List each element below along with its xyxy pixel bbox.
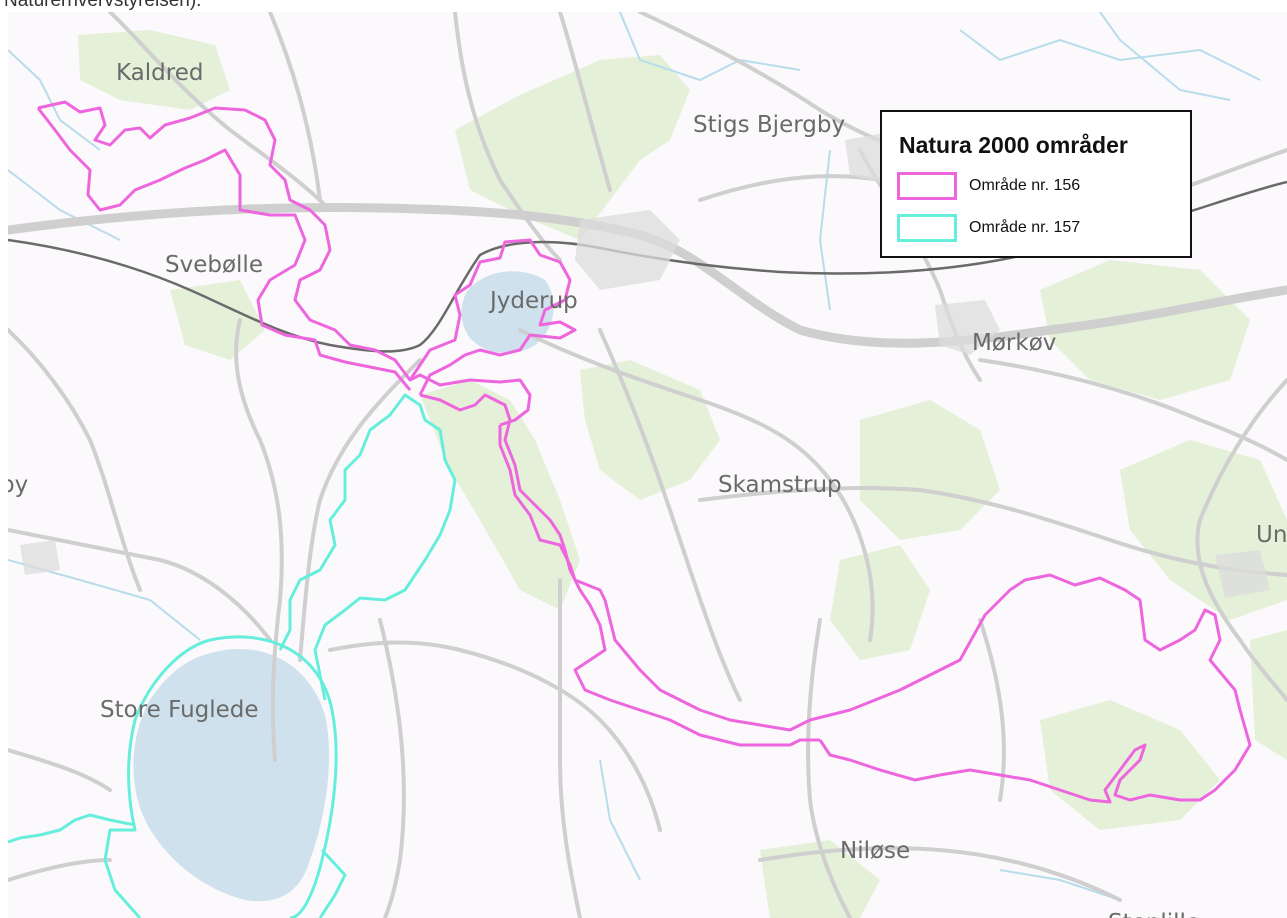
road-central-1 — [298, 358, 422, 662]
area-156-north-west-arm — [37, 100, 532, 427]
place-label-sveboelle: Svebølle — [165, 252, 263, 278]
stream-west — [8, 169, 121, 241]
place-label-by-fragment: by — [8, 472, 28, 498]
area-157-boundary — [8, 393, 457, 918]
area-156-jyderup-lake-ring — [408, 238, 577, 396]
place-label-skamstrup: Skamstrup — [718, 472, 842, 498]
forest-sveboelle-west — [170, 280, 265, 360]
place-label-kaldred: Kaldred — [116, 60, 203, 86]
place-label-stigs-bjergby: Stigs Bjergby — [693, 112, 845, 138]
area-157-stream-corridor — [278, 393, 457, 701]
stream-north-east — [959, 29, 1261, 81]
area-156-stream-south-inner — [419, 393, 820, 747]
area-156-boundary — [36, 100, 1252, 804]
place-labels: Kaldred Stigs Bjergby Svebølle Jyderup M… — [8, 60, 1287, 918]
stream-south-east — [999, 869, 1121, 901]
town-west-area — [20, 540, 60, 575]
legend-label-area-156: Område nr. 156 — [969, 177, 1081, 194]
place-label-un-fragment: Un — [1256, 522, 1287, 548]
road-south-6 — [378, 618, 406, 918]
caption-strip: Naturerhvervstyrelsen). — [0, 0, 1287, 12]
forest-north-east — [1040, 260, 1250, 400]
road-central-3 — [598, 328, 742, 702]
forest-skamstrup-east — [860, 400, 1000, 540]
forest-central — [420, 380, 580, 610]
map-legend: Natura 2000 områder Område nr. 156 Områd… — [880, 110, 1192, 258]
legend-swatch-area-157 — [897, 214, 957, 242]
road-north-1 — [108, 12, 332, 212]
forest-north-jyderup — [455, 55, 690, 240]
road-central-2 — [518, 328, 875, 642]
place-label-moerkoev: Mørkøv — [972, 330, 1056, 356]
map-caption: Naturerhvervstyrelsen). — [4, 0, 202, 11]
forest-areas — [78, 30, 1287, 918]
stream-north-central — [619, 12, 801, 82]
road-north-loop — [698, 174, 882, 202]
legend-label-area-157: Område nr. 157 — [969, 219, 1081, 236]
stream-north-west — [8, 49, 101, 151]
road-south-3 — [806, 618, 852, 918]
road-south-1 — [328, 640, 662, 832]
area-157-west-outline — [103, 638, 211, 918]
forest-east-edge — [1250, 630, 1287, 760]
lake-jyderup — [461, 271, 554, 354]
road-west-1 — [8, 528, 272, 642]
stream-south — [599, 759, 641, 881]
town-moerkoev-area — [935, 300, 1000, 355]
forest-kaldred — [78, 30, 230, 110]
area-156-stream-south — [498, 425, 811, 732]
road-south-2 — [557, 578, 582, 918]
road-north-2 — [268, 12, 322, 202]
road-south-4 — [758, 846, 1122, 902]
road-west-2 — [8, 748, 112, 792]
road-skamstrup — [698, 486, 1287, 577]
road-sveboelle-south-2 — [234, 318, 284, 762]
road-east-3 — [1195, 378, 1287, 702]
streams — [8, 12, 1261, 901]
main-road-east-west — [8, 202, 1287, 348]
forest-niloese — [760, 840, 880, 918]
road-north-3 — [453, 12, 562, 262]
area-156-north-west-inner — [36, 107, 412, 391]
place-label-jyderup: Jyderup — [488, 288, 578, 314]
road-sveboelle-south — [8, 328, 142, 592]
legend-title: Natura 2000 områder — [899, 132, 1128, 158]
lakes — [133, 271, 554, 902]
place-label-stenlille-fragment: Stenlille — [1108, 910, 1200, 918]
legend-swatch-area-156 — [897, 172, 957, 200]
area-157-west-tail — [8, 813, 136, 844]
road-north-4 — [558, 12, 612, 192]
place-label-niloese: Niløse — [840, 838, 910, 864]
area-157-lake-outline — [209, 635, 338, 918]
road-east-south — [978, 618, 1006, 802]
forest-south-centre — [830, 545, 930, 660]
place-label-store-fuglede: Store Fuglede — [100, 697, 259, 723]
stream-north-east-2 — [1099, 12, 1231, 101]
road-south-5 — [8, 858, 112, 882]
lake-store-fuglede — [133, 649, 330, 902]
town-jyderup-area — [575, 210, 680, 290]
town-east-area — [1215, 550, 1270, 598]
area-156-east-lobe — [809, 573, 1252, 804]
stream-east — [818, 149, 831, 311]
area-157-south-end — [318, 848, 347, 918]
road-east-2 — [978, 358, 1287, 462]
